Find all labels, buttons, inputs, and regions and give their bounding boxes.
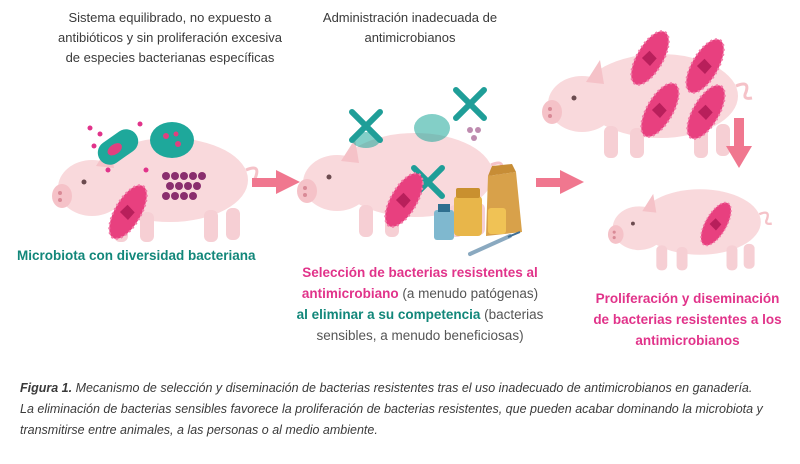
stage3-line2: de bacterias resistentes a los	[593, 312, 782, 327]
caption-text: transmitirse entre animales, a las perso…	[20, 423, 378, 437]
stage2-line3-teal: al eliminar a su competencia	[296, 307, 481, 322]
stage2-intro: Administración inadecuada de antimicrobi…	[295, 8, 525, 48]
arrow-1	[252, 170, 300, 194]
stage2-line3-muted: (bacterias	[480, 307, 544, 322]
arrow-2	[536, 170, 584, 194]
stage1-title: Microbiota con diversidad bacteriana	[17, 248, 256, 263]
stage2-description: Selección de bacterias resistentes al an…	[280, 262, 560, 346]
stage2-line2-muted: (a menudo patógenas)	[398, 286, 539, 301]
stage1-intro-line: de especies bacterianas específicas	[65, 50, 275, 65]
stage2-line2-pink: antimicrobiano	[301, 286, 399, 301]
pig-stage3-bottom	[606, 188, 773, 272]
arrow-down	[726, 118, 752, 168]
stage2-intro-line: Administración inadecuada de	[322, 10, 498, 25]
stage2-line1: Selección de bacterias resistentes al	[302, 265, 538, 280]
stage3-line1: Proliferación y diseminación	[595, 291, 780, 306]
pink-dots-stage1	[87, 121, 149, 173]
purple-cocci-stage1	[162, 172, 206, 200]
stage3-line3: antimicrobianos	[635, 333, 740, 348]
stage2-line4-muted: sensibles, a menudo beneficiosas)	[316, 328, 524, 343]
stage1-intro: Sistema equilibrado, no expuesto a antib…	[40, 8, 300, 68]
teal-bacteria-stage1	[93, 122, 194, 170]
caption-text: La eliminación de bacterias sensibles fa…	[20, 402, 763, 416]
stage1-intro-line: antibióticos y sin proliferación excesiv…	[58, 30, 282, 45]
stage2-intro-line: antimicrobianos	[364, 30, 456, 45]
caption-label: Figura 1.	[20, 381, 73, 395]
caption-text: Mecanismo de selección y diseminación de…	[72, 381, 753, 395]
stage1-intro-line: Sistema equilibrado, no expuesto a	[68, 10, 272, 25]
pig-stage1	[50, 136, 264, 244]
antimicrobial-products	[434, 164, 522, 256]
stage3-description: Proliferación y diseminación de bacteria…	[575, 288, 800, 351]
figure-caption: Figura 1. Mecanismo de selección y disem…	[20, 378, 790, 441]
